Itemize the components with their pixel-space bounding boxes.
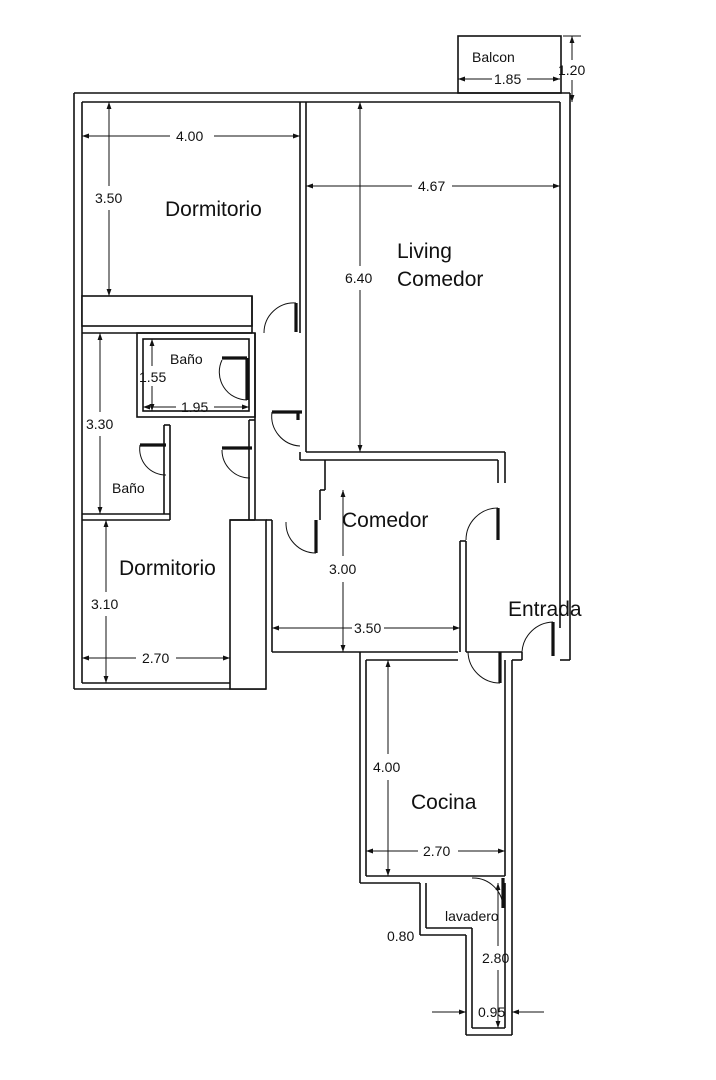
walls	[73, 35, 571, 1036]
door-swing-bano-1	[218, 359, 248, 401]
door-swing-bano-2	[139, 444, 167, 476]
dim-text-bano1-width: 1.95	[181, 399, 208, 415]
dim-text-lavadero-step: 0.80	[387, 928, 414, 944]
dim-text-lavadero-width: 0.95	[478, 1004, 505, 1020]
dim-text-banos-depth: 3.30	[86, 416, 113, 432]
dorm1-closet	[81, 295, 253, 327]
room-labels: Balcon Dormitorio Living Comedor Baño Ba…	[112, 49, 582, 924]
door-swing-cocina	[467, 651, 501, 684]
dim-text-cocina-depth: 4.00	[373, 759, 400, 775]
dim-text-bano1-depth: 1.55	[139, 369, 166, 385]
door-swing-lavadero	[471, 877, 504, 909]
dim-text-living-depth: 6.40	[345, 270, 372, 286]
label-comedor: Comedor	[342, 509, 428, 532]
label-living: Living	[397, 240, 452, 263]
label-lavadero: lavadero	[445, 908, 499, 924]
label-bano-1: Baño	[170, 351, 203, 367]
dim-text-dorm2-depth: 3.10	[91, 596, 118, 612]
dorm2-closet	[229, 519, 267, 690]
door-swing-living	[271, 411, 301, 447]
dim-text-dorm1-depth: 3.50	[95, 190, 122, 206]
dim-text-living-width: 4.67	[418, 178, 445, 194]
dim-text-dorm1-width: 4.00	[176, 128, 203, 144]
dimension-lines	[82, 35, 581, 1028]
door-swing-entrada	[521, 621, 554, 653]
door-swing-dormitorio-1	[263, 302, 297, 334]
dim-text-lavadero-depth: 2.80	[482, 950, 509, 966]
label-cocina: Cocina	[411, 791, 477, 814]
label-living-comedor: Comedor	[397, 268, 483, 291]
dimension-labels: 1.85 1.20 4.00 3.50 4.67 6.40 1.55 1.95 …	[86, 62, 585, 1020]
dim-text-balcon-width: 1.85	[494, 71, 521, 87]
doors	[139, 302, 555, 909]
dim-text-comedor-depth: 3.00	[329, 561, 356, 577]
label-balcon: Balcon	[472, 49, 515, 65]
label-bano-2: Baño	[112, 480, 145, 496]
door-swing-comedor-right	[465, 507, 499, 541]
dim-text-balcon-depth: 1.20	[558, 62, 585, 78]
dim-text-cocina-width: 2.70	[423, 843, 450, 859]
label-entrada: Entrada	[508, 598, 582, 621]
dim-text-dorm2-width: 2.70	[142, 650, 169, 666]
bano1-walls-inner	[142, 338, 250, 412]
door-swing-dormitorio-2	[221, 449, 251, 479]
label-dormitorio-1: Dormitorio	[165, 198, 262, 221]
door-swing-comedor-left	[285, 521, 317, 554]
dim-text-comedor-width: 3.50	[354, 620, 381, 636]
label-dormitorio-2: Dormitorio	[119, 557, 216, 580]
